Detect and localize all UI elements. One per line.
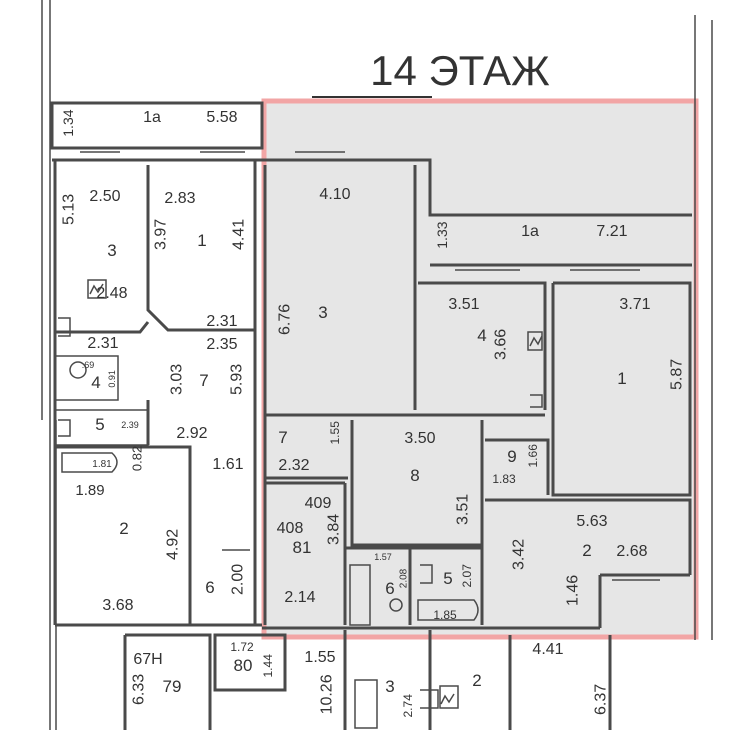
label-lbath-w: 0.82	[130, 446, 145, 471]
label-l1-top: 2.83	[164, 190, 195, 207]
label-r9-dim: 1.83	[492, 472, 516, 486]
label-r6-num: 6	[385, 579, 394, 598]
label-r-384: 3.84	[326, 514, 343, 545]
label-l3-area: 2.48	[96, 285, 127, 302]
label-r4-top: 3.51	[448, 296, 479, 313]
label-l3-left: 5.13	[61, 194, 78, 225]
label-l4-num: 4	[91, 373, 100, 392]
label-r7-num: 7	[278, 428, 287, 447]
label-r7-area: 2.32	[278, 457, 309, 474]
label-r2-top: 5.63	[576, 513, 607, 530]
label-l7-left: 3.03	[169, 364, 186, 395]
label-r7-w: 1.55	[328, 421, 342, 445]
label-r3-left: 6.76	[277, 304, 294, 335]
label-r8-num: 8	[410, 466, 419, 485]
label-r5-num: 5	[443, 569, 452, 588]
label-lb-name: 1а	[143, 109, 161, 126]
label-l7-top: 2.35	[206, 336, 237, 353]
label-b1026: 10.26	[319, 674, 336, 714]
label-l6-w: 2.00	[230, 564, 247, 595]
label-r6-w: 2.08	[399, 568, 410, 588]
label-r1-num: 1	[617, 369, 626, 388]
label-rb-h: 1.33	[434, 221, 450, 248]
label-l2-bot: 3.68	[102, 597, 133, 614]
label-r4-num: 4	[477, 326, 486, 345]
label-r2-right: 2.68	[616, 543, 647, 560]
label-b67: 67Н	[133, 651, 162, 668]
label-l1-right: 4.41	[231, 219, 248, 250]
label-l7-mid: 2.92	[176, 425, 207, 442]
label-l7-num: 7	[199, 371, 208, 390]
label-b172: 1.72	[230, 640, 254, 654]
label-r1-top: 3.71	[619, 296, 650, 313]
label-l3-bot: 2.31	[87, 335, 118, 352]
label-l1-bot: 2.31	[206, 313, 237, 330]
label-r5-bath: 1.85	[433, 608, 457, 622]
label-b441: 4.41	[532, 641, 563, 658]
dimension-labels: 14 ЭТАЖ 1.34 1а 5.58 2.50 5.13 3 2.48 2.31 2.83 3.…	[60, 47, 686, 717]
label-b633: 6.33	[131, 674, 148, 705]
label-l2-top: 1.89	[75, 482, 104, 499]
label-l2-right: 4.92	[165, 529, 182, 560]
label-b274: 2.74	[401, 694, 415, 718]
label-r9-num: 9	[507, 447, 516, 466]
label-l6-num: 6	[205, 578, 214, 597]
label-r9-w: 1.66	[526, 444, 540, 468]
label-r6-dim: 1.57	[374, 552, 392, 562]
label-l7-right: 5.93	[229, 364, 246, 395]
label-b80: 80	[234, 656, 253, 675]
label-l3-num: 3	[107, 241, 116, 260]
label-l7-low: 1.61	[212, 456, 243, 473]
label-l2-num: 2	[119, 519, 128, 538]
label-r2-left: 3.42	[511, 539, 528, 570]
label-r5-w: 2.07	[460, 564, 474, 588]
label-r-214: 2.14	[284, 589, 315, 606]
label-l1-num: 1	[197, 231, 206, 250]
label-r8-top: 3.50	[404, 430, 435, 447]
label-b2: 2	[472, 671, 481, 690]
floor-title: 14 ЭТАЖ	[370, 47, 550, 94]
label-l4-dim: .69	[82, 360, 95, 370]
label-r2-low: 1.46	[565, 575, 582, 606]
label-r4-w: 3.66	[493, 329, 510, 360]
label-r408: 408	[277, 520, 304, 537]
label-r8-right: 3.51	[455, 494, 472, 525]
label-l5-num: 5	[95, 415, 104, 434]
label-b155: 1.55	[304, 649, 335, 666]
label-l4-w: 0.91	[107, 370, 117, 388]
label-r2-num: 2	[582, 541, 591, 560]
label-b144: 1.44	[261, 654, 275, 678]
label-r3-top: 4.10	[319, 186, 350, 203]
label-r1-right: 5.87	[669, 359, 686, 390]
label-r409: 409	[305, 495, 332, 512]
label-b637: 6.37	[593, 684, 610, 715]
label-lb-h: 1.34	[60, 109, 76, 136]
label-lbath: 1.81	[92, 459, 112, 470]
label-b3: 3	[385, 677, 394, 696]
label-lb-w: 5.58	[206, 109, 237, 126]
label-b79: 79	[163, 677, 182, 696]
label-rb-w: 7.21	[596, 223, 627, 240]
walls	[41, 0, 713, 730]
label-r3-num: 3	[318, 303, 327, 322]
label-rb-name: 1а	[521, 223, 539, 240]
label-l1-left: 3.97	[153, 219, 170, 250]
label-l5-dim: 2.39	[121, 420, 139, 430]
label-l3-top: 2.50	[89, 188, 120, 205]
label-r81: 81	[293, 538, 312, 557]
